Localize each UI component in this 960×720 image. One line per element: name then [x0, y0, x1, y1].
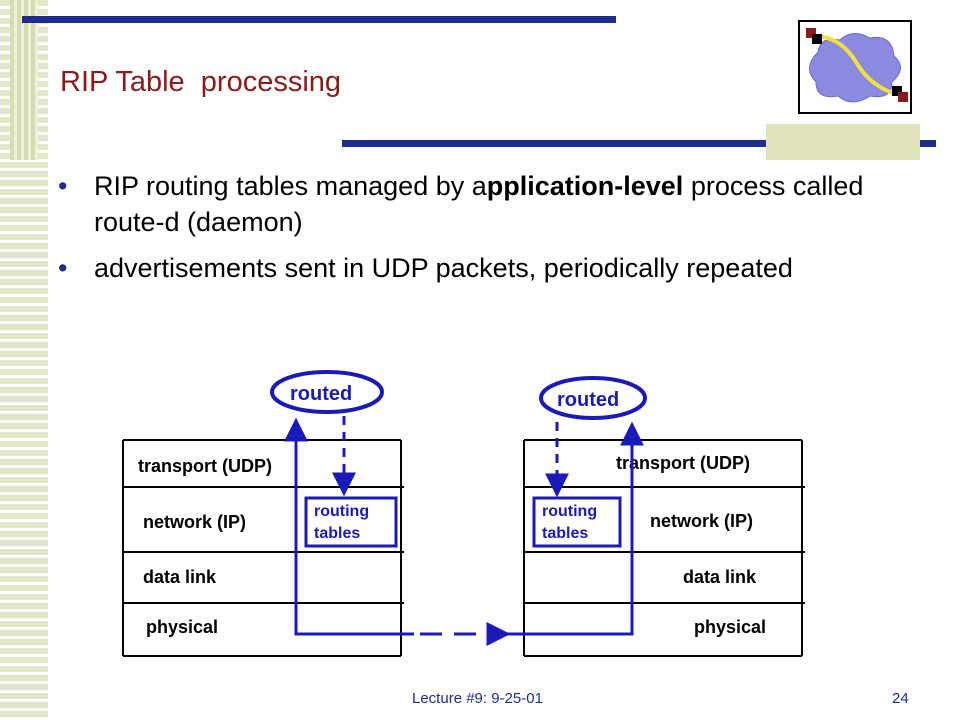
bullet-dot-icon: • — [58, 253, 68, 283]
right-routed-ellipse — [539, 376, 647, 420]
left-layer-datalink: data link — [143, 567, 217, 587]
left-tables-box — [304, 496, 398, 548]
left-routed-ellipse — [270, 370, 384, 414]
right-routing-tables: routing tables — [532, 496, 622, 548]
left-tables-line2: tables — [314, 525, 360, 542]
right-layer-transport: transport (UDP) — [616, 453, 750, 473]
footer-lecture: Lecture #9: 9-25-01 — [412, 690, 543, 707]
bullet-dot-icon: • — [58, 171, 68, 201]
left-layer-transport: transport (UDP) — [138, 456, 272, 476]
right-routed-label: routed — [557, 389, 619, 411]
left-stripe-accent — [10, 0, 38, 160]
left-tables-line1: routing — [314, 503, 369, 520]
left-layer-physical: physical — [146, 617, 218, 637]
left-upward-flow-arrow — [284, 417, 414, 636]
bullet-item: • advertisements sent in UDP packets, pe… — [58, 250, 938, 286]
bullet-item: • RIP routing tables managed by applicat… — [58, 168, 938, 240]
bullet-text: advertisements sent in UDP packets, peri… — [94, 250, 938, 286]
tan-accent-block — [766, 124, 920, 160]
page-number: 24 — [892, 690, 909, 707]
bullet-text: RIP routing tables managed by applicatio… — [94, 168, 938, 240]
bullet-text-part: advertisements sent in UDP packets, peri… — [94, 253, 793, 283]
network-cloud-icon — [806, 28, 908, 103]
right-routed-daemon: routed — [539, 376, 647, 420]
left-layer-network: network (IP) — [143, 512, 246, 532]
right-downward-flow-line — [508, 424, 634, 636]
right-tables-line2: tables — [542, 525, 588, 542]
left-routed-label: routed — [290, 383, 352, 405]
right-host-stack: transport (UDP) network (IP) data link p… — [523, 439, 805, 657]
left-routed-daemon: routed — [270, 370, 384, 414]
bullet-bold-part: pplication-level — [486, 171, 684, 201]
title-rule — [342, 140, 936, 147]
left-host-stack: transport (UDP) network (IP) data link p… — [122, 439, 404, 657]
right-tables-box — [532, 496, 622, 548]
right-layer-network: network (IP) — [650, 511, 753, 531]
slide-title: RIP Table processing — [60, 66, 342, 98]
top-rule — [22, 16, 616, 23]
right-layer-datalink: data link — [683, 567, 757, 587]
bullet-text-part: RIP routing tables managed by a — [94, 171, 487, 201]
bullet-list: • RIP routing tables managed by applicat… — [58, 168, 938, 296]
bullet-text-part: process called route-d (daemon) — [94, 171, 864, 237]
network-cloud-logo — [798, 20, 912, 114]
right-tables-line1: routing — [542, 503, 597, 520]
left-routing-tables: routing tables — [304, 496, 398, 548]
right-layer-physical: physical — [694, 617, 766, 637]
